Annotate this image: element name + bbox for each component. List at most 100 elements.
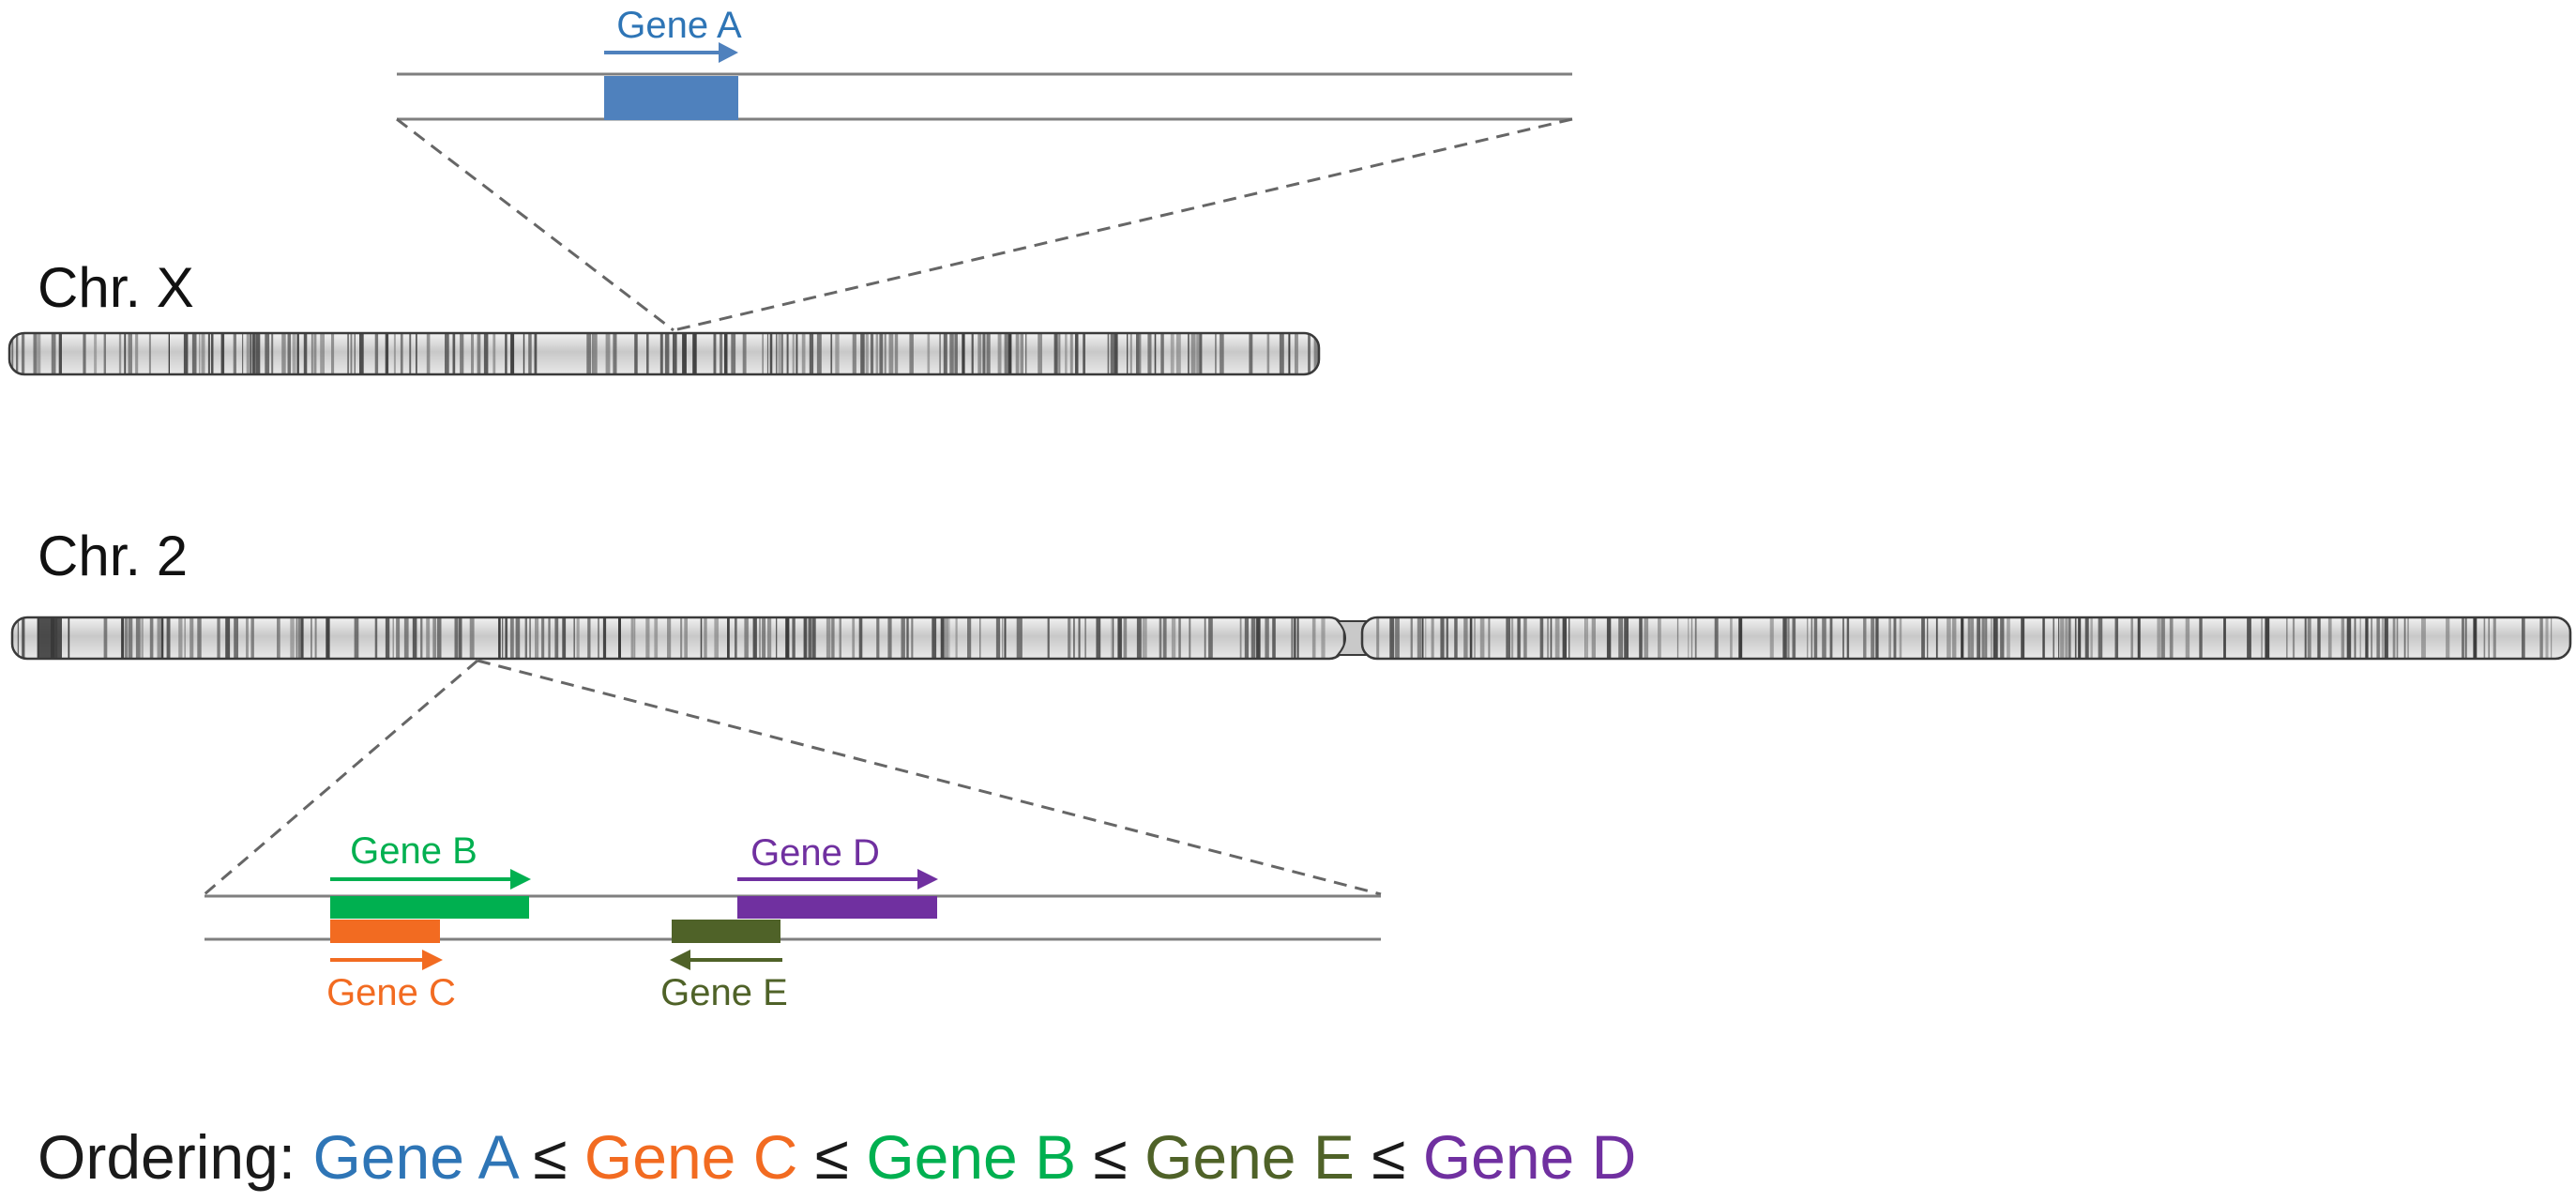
chromosome-band <box>2396 617 2399 659</box>
chromosome-band <box>505 617 508 659</box>
chromosome-band <box>1171 617 1176 659</box>
chromosome-band <box>1389 617 1395 659</box>
chromosome-band <box>11 333 14 374</box>
chromosome-band <box>2545 617 2549 659</box>
chromosome-band <box>217 617 220 659</box>
chromosome-band <box>587 617 591 659</box>
chromosome-band <box>197 617 202 659</box>
chromosome-band <box>1111 617 1113 659</box>
chromosome-band <box>201 333 205 374</box>
chromosome-band <box>979 617 981 659</box>
chromosome-band <box>1993 617 1998 659</box>
chromosome-band <box>1020 617 1023 659</box>
chromosome-band <box>179 617 183 659</box>
chromosome-band <box>1311 617 1316 659</box>
chromosome-band <box>562 617 567 659</box>
chromosome-band <box>1015 333 1020 374</box>
chromosome-band <box>1474 617 1476 659</box>
chr-x-label: Chr. X <box>38 256 194 319</box>
chromosome-band <box>2354 617 2356 659</box>
chromosome-band <box>183 333 189 374</box>
chromosome-band <box>1921 617 1925 659</box>
chromosome-band <box>2304 617 2307 659</box>
chromosome-band <box>157 617 161 659</box>
chromosome-band <box>1463 617 1468 659</box>
chromosome-band <box>148 333 151 374</box>
chromosome-band <box>1114 333 1118 374</box>
chromosome-band <box>359 333 364 374</box>
chromosome-band <box>420 617 423 659</box>
chromosome-band <box>2381 617 2385 659</box>
chromosome-band <box>83 333 86 374</box>
chromosome-2 <box>10 616 2572 661</box>
chromosome-band <box>1376 617 1380 659</box>
chromosome-band <box>1110 333 1114 374</box>
chromosome-band <box>1829 617 1833 659</box>
chromosome-band <box>2465 617 2467 659</box>
chromosome-band <box>1690 617 1693 659</box>
chromosome-band <box>554 617 559 659</box>
chromosome-band <box>684 617 688 659</box>
gene-e-block <box>672 920 780 943</box>
chromosome-band <box>1189 617 1191 659</box>
chromosome-band <box>1147 333 1152 374</box>
chromosome-band <box>742 333 747 374</box>
chromosome-band <box>1293 617 1296 659</box>
chromosome-band <box>1190 333 1196 374</box>
chromosome-band <box>1730 617 1733 659</box>
chromosome-band <box>602 617 607 659</box>
chromosome-band <box>2098 617 2103 659</box>
chromosome-band <box>251 333 256 374</box>
chromosome-band <box>37 333 41 374</box>
chromosome-band <box>168 333 170 374</box>
gene-d-label: Gene D <box>750 832 880 874</box>
chromosome-band <box>149 617 154 659</box>
chromosome-band <box>297 617 300 659</box>
chromosome-band <box>331 333 335 374</box>
chromosome-band <box>634 333 638 374</box>
chromosome-band <box>1073 617 1075 659</box>
chromosome-band <box>1517 617 1521 659</box>
chromosome-band <box>290 617 295 659</box>
chromosome-band <box>995 617 1001 659</box>
chromosome-band <box>1025 333 1027 374</box>
chromosome-band <box>724 333 728 374</box>
chromosome-band <box>207 333 210 374</box>
chromosome-band <box>949 333 954 374</box>
chromosome-band <box>592 333 594 374</box>
chromosome-band <box>1970 617 1974 659</box>
chromosome-band <box>744 617 749 659</box>
chromosome-band <box>618 617 621 659</box>
chromosome-band <box>1624 617 1629 659</box>
chromosome-band <box>1075 333 1079 374</box>
chromosome-band <box>2446 617 2450 659</box>
chromosome-band <box>955 617 958 659</box>
chromosome-band <box>948 617 950 659</box>
chromosome-band <box>769 333 773 374</box>
chromosome-band <box>296 333 299 374</box>
chromosome-band <box>1807 617 1809 659</box>
chromosome-band <box>541 617 545 659</box>
chromosome-band <box>808 617 812 659</box>
gene-e-label: Gene E <box>660 972 788 1013</box>
chromosome-band <box>888 333 894 374</box>
chromosome-band <box>1985 617 1988 659</box>
chromosome-band <box>502 617 504 659</box>
chromosome-band <box>1488 617 1491 659</box>
chromosome-band <box>796 333 798 374</box>
chromosome-band <box>2137 617 2141 659</box>
chromosome-band <box>1425 617 1427 659</box>
ordering-item-gene-b: Gene B <box>866 1122 1076 1192</box>
chromosome-band <box>1296 617 1299 659</box>
chromosome-band <box>1078 617 1081 659</box>
chromosome-band <box>2007 617 2010 659</box>
chromosome-band <box>277 617 280 659</box>
chromosome-band <box>1846 617 1850 659</box>
chromosome-band <box>630 617 634 659</box>
chromosome-band <box>2247 617 2251 659</box>
chromosome-band <box>1142 617 1147 659</box>
chromosome-band <box>246 617 249 659</box>
chromosome-band <box>103 617 108 659</box>
chromosome-band <box>1977 617 1981 659</box>
chromosome-band <box>1178 617 1181 659</box>
